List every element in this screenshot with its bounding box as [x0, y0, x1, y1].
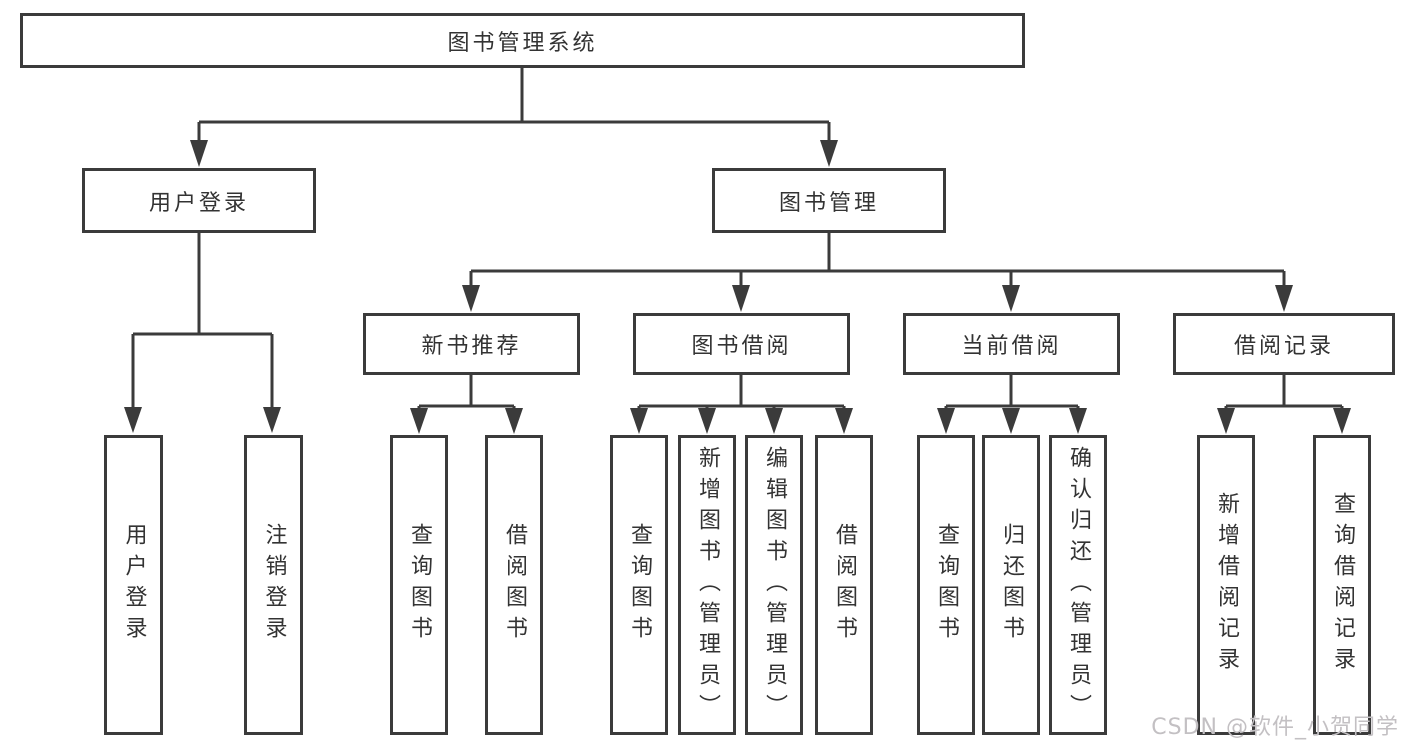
node-label: 编辑图书（管理员） — [762, 445, 787, 725]
node-label: 新增借阅记录 — [1214, 492, 1239, 678]
arrowhead — [698, 408, 716, 434]
leaf-bb-borrow-book: 借阅图书 — [815, 435, 873, 735]
node-label: 图书借阅 — [691, 334, 792, 359]
node-label: 查询图书 — [407, 523, 432, 647]
watermark: CSDN @软件_小贺同学 — [1151, 715, 1399, 740]
arrowhead — [1002, 285, 1020, 312]
node-label: 查询图书 — [934, 523, 959, 647]
node-label: 归还图书 — [999, 523, 1024, 647]
leaf-bb-add-book-admin: 新增图书（管理员） — [678, 435, 736, 735]
node-label: 借阅图书 — [832, 523, 857, 647]
arrowhead — [505, 408, 523, 434]
leaf-user-login: 用户登录 — [104, 435, 163, 735]
arrowhead — [1333, 408, 1351, 434]
connector-book-mgmt-to-level3 — [462, 233, 1293, 312]
arrowhead — [1069, 408, 1087, 434]
node-label: 用户登录 — [148, 190, 249, 216]
node-label: 查询图书 — [627, 523, 652, 647]
arrowhead — [732, 285, 750, 312]
leaf-nbr-borrow-book: 借阅图书 — [485, 435, 543, 735]
leaf-br-add-record: 新增借阅记录 — [1197, 435, 1255, 735]
arrowhead — [410, 408, 428, 434]
node-label: 当前借阅 — [961, 334, 1062, 359]
node-label: 借阅图书 — [502, 523, 527, 647]
node-label: 新增图书（管理员） — [695, 445, 720, 725]
node-book-borrow: 图书借阅 — [633, 313, 850, 375]
node-book-mgmt: 图书管理 — [712, 168, 946, 233]
leaf-cb-return-book: 归还图书 — [982, 435, 1040, 735]
leaf-bb-edit-book-admin: 编辑图书（管理员） — [745, 435, 803, 735]
arrowhead — [190, 140, 208, 167]
arrowhead — [835, 408, 853, 434]
connector-current-borrow-to-leaves — [937, 375, 1087, 434]
node-label: 注销登录 — [261, 523, 287, 647]
arrowhead — [1217, 408, 1235, 434]
arrowhead — [462, 285, 480, 312]
arrowhead — [937, 408, 955, 434]
connector-new-book-rec-to-leaves — [410, 375, 523, 434]
leaf-cb-query-book: 查询图书 — [917, 435, 975, 735]
node-user-login: 用户登录 — [82, 168, 316, 233]
node-label: 用户登录 — [121, 523, 147, 647]
arrowhead — [1275, 285, 1293, 312]
leaf-nbr-query-book: 查询图书 — [390, 435, 448, 735]
arrowhead — [124, 407, 142, 433]
arrowhead — [765, 408, 783, 434]
node-label: 借阅记录 — [1233, 334, 1334, 359]
arrowhead — [1002, 408, 1020, 434]
arrowhead — [263, 407, 281, 433]
leaf-bb-query-book: 查询图书 — [610, 435, 668, 735]
connector-borrow-record-to-leaves — [1217, 375, 1351, 434]
arrowhead — [820, 140, 838, 167]
node-label: 查询借阅记录 — [1330, 492, 1355, 678]
node-borrow-record: 借阅记录 — [1173, 313, 1395, 375]
connector-user-login-to-leaves — [124, 233, 281, 433]
node-label: 确认归还（管理员） — [1066, 445, 1091, 725]
leaf-br-query-record: 查询借阅记录 — [1313, 435, 1371, 735]
node-root: 图书管理系统 — [20, 13, 1025, 68]
node-current-borrow: 当前借阅 — [903, 313, 1120, 375]
connector-root-to-level2 — [190, 68, 838, 167]
leaf-logout: 注销登录 — [244, 435, 303, 735]
node-new-book-rec: 新书推荐 — [363, 313, 580, 375]
node-label: 新书推荐 — [421, 334, 522, 359]
connector-book-borrow-to-leaves — [630, 375, 853, 434]
node-label: 图书管理 — [778, 190, 879, 216]
node-label: 图书管理系统 — [447, 30, 598, 56]
arrowhead — [630, 408, 648, 434]
leaf-cb-confirm-return-admin: 确认归还（管理员） — [1049, 435, 1107, 735]
